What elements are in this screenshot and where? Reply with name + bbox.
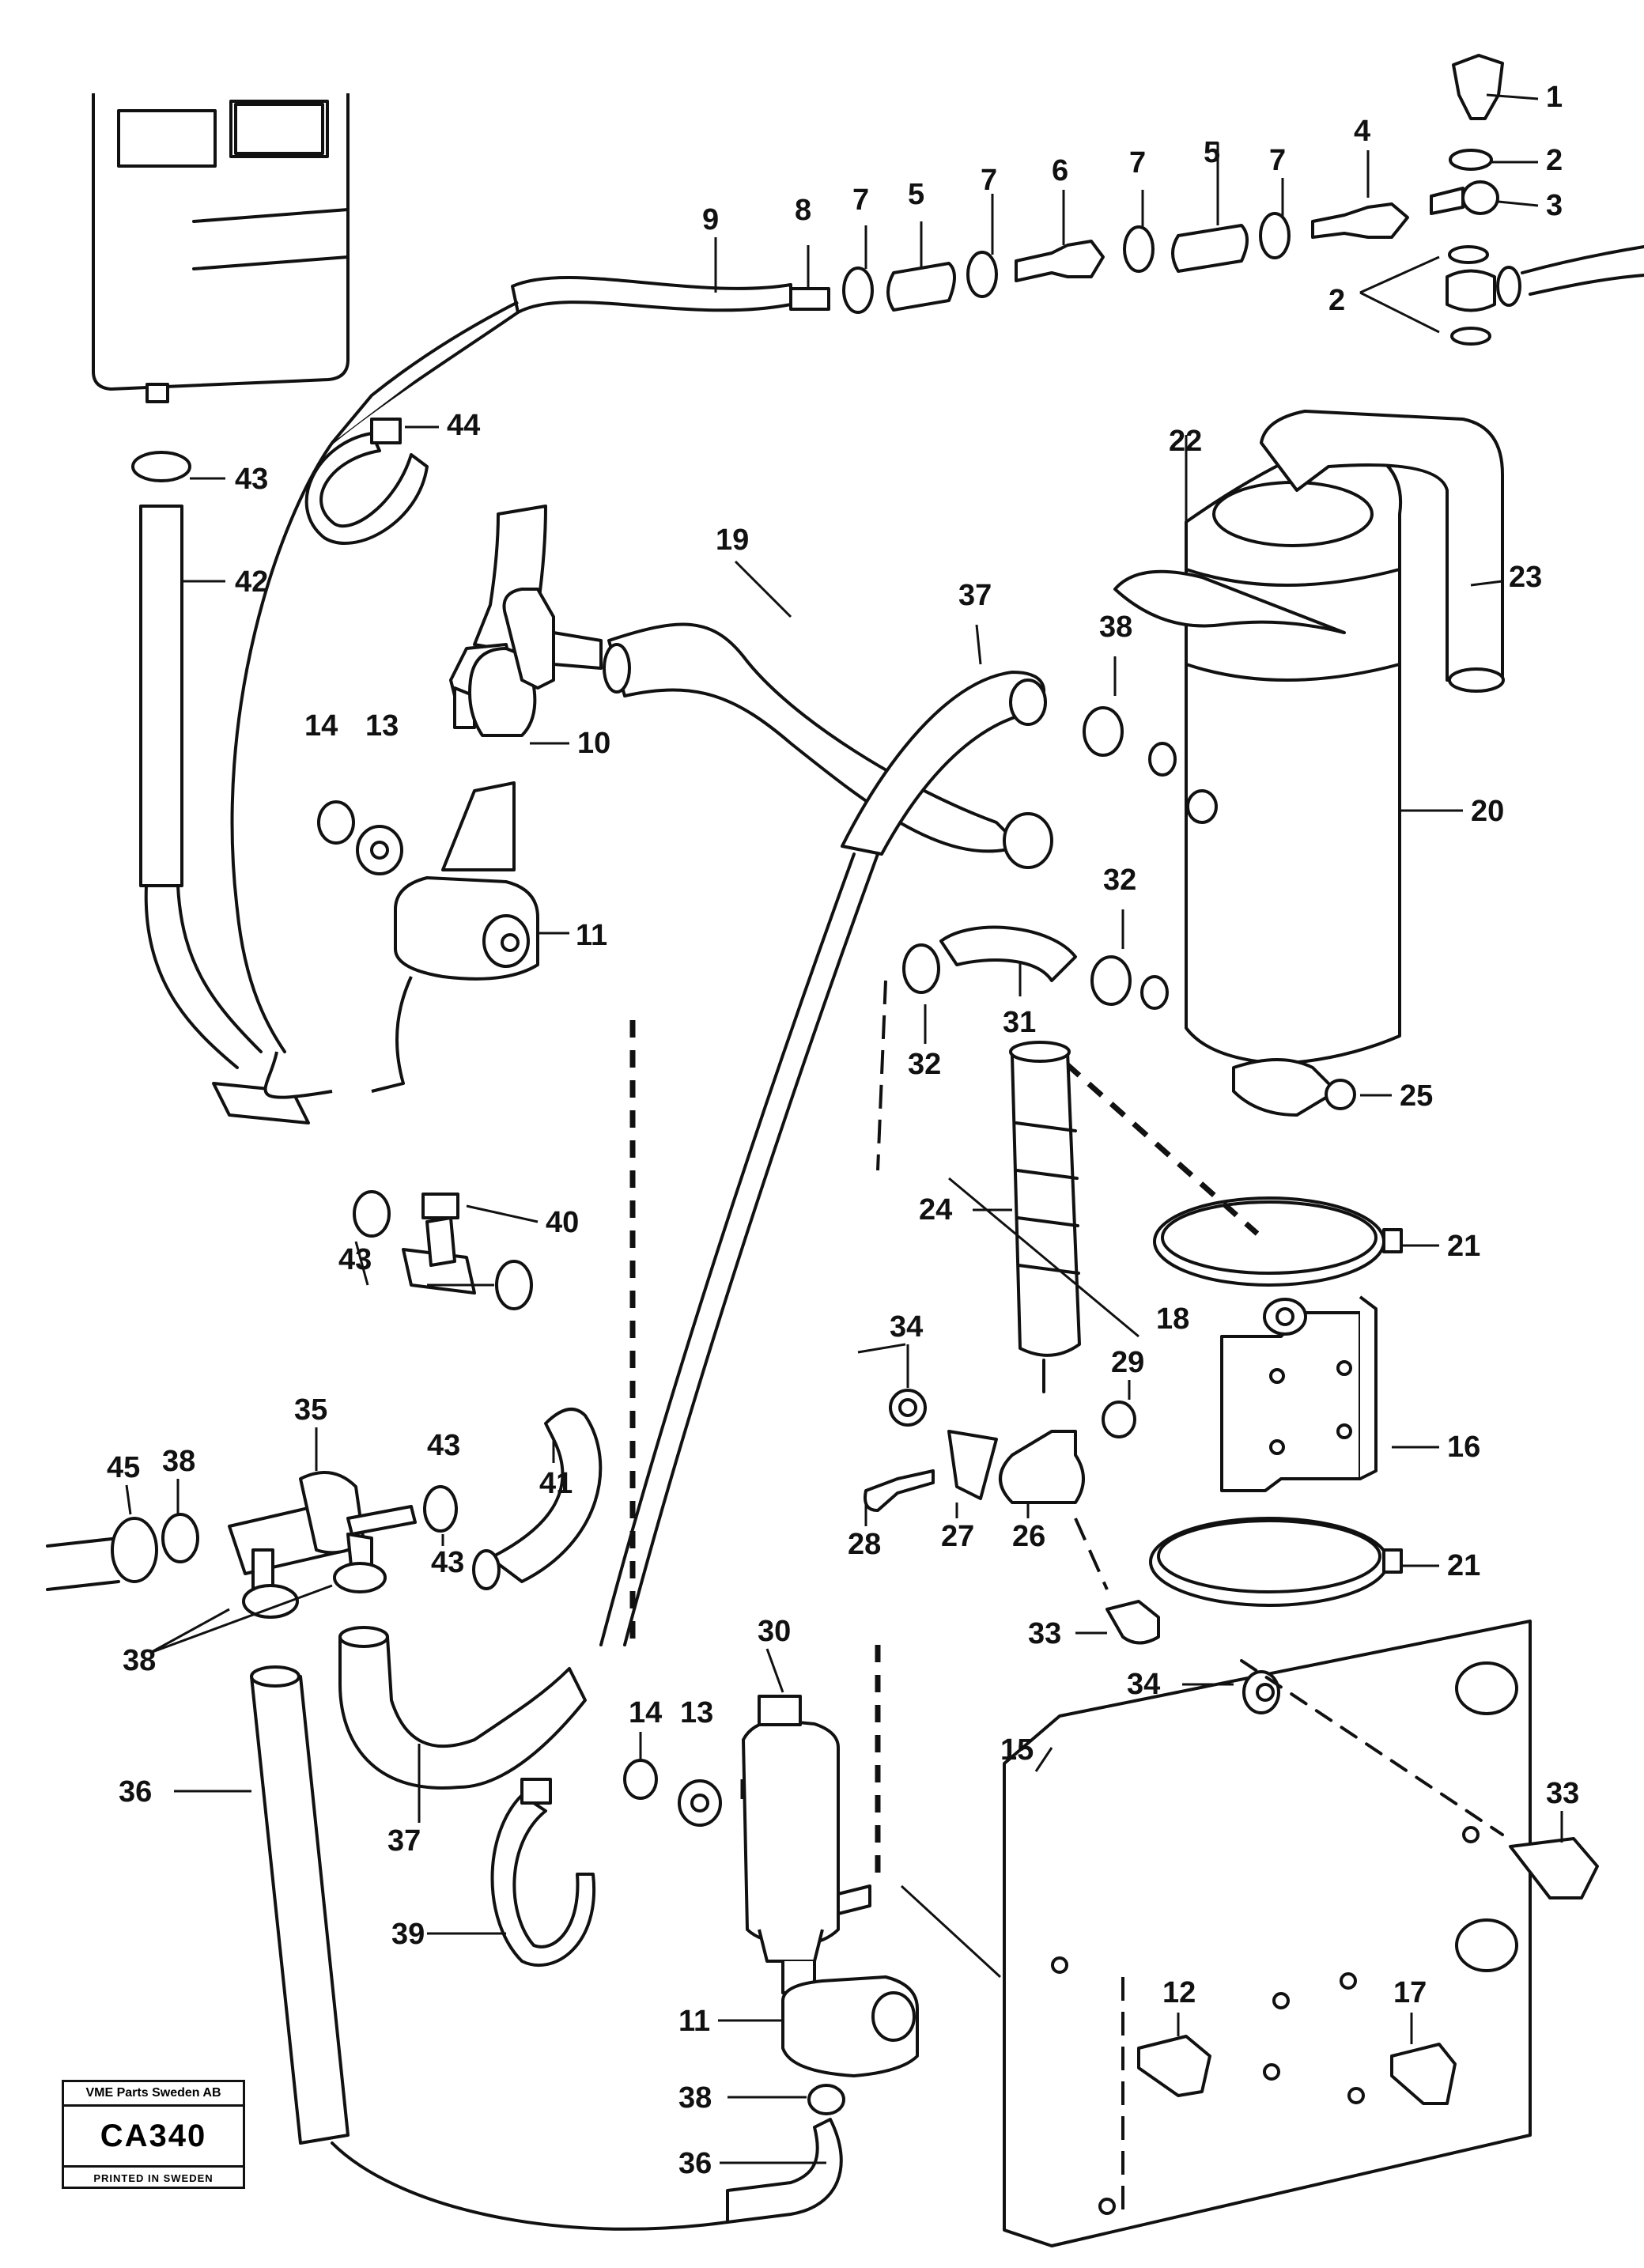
callout-13: 13: [680, 1696, 713, 1729]
sleeve-24: [1009, 1041, 1081, 1393]
callout-27: 27: [941, 1520, 974, 1553]
lower-left-plumbing: [46, 1190, 729, 2231]
callout-5: 5: [908, 178, 924, 211]
callout-1: 1: [1546, 81, 1563, 114]
callout-7: 7: [1129, 146, 1146, 180]
washer-reservoir: [92, 93, 350, 403]
callout-5: 5: [1204, 136, 1220, 169]
hose-37-upper: [599, 671, 1047, 1646]
callout-24: 24: [919, 1193, 952, 1227]
stamp-printed-note: PRINTED IN SWEDEN: [93, 2172, 214, 2184]
pump-inline-assembly: [331, 54, 1644, 444]
callout-3: 3: [1546, 189, 1563, 222]
callout-6: 6: [1052, 154, 1068, 187]
leader-lines: [125, 93, 1563, 2164]
callout-40: 40: [546, 1206, 579, 1239]
strap-21-lower: [1149, 1517, 1403, 1607]
callout-8: 8: [795, 194, 811, 227]
bracket-16: [1220, 1295, 1378, 1492]
callout-19: 19: [716, 524, 749, 557]
callout-43: 43: [427, 1429, 460, 1462]
callout-11: 11: [576, 919, 607, 952]
container-20: [1083, 410, 1505, 1117]
callout-42: 42: [235, 565, 268, 599]
callout-23: 23: [1509, 561, 1542, 594]
callout-2: 2: [1328, 284, 1345, 317]
strap-21-upper: [1041, 1041, 1403, 1287]
callout-7: 7: [1269, 144, 1286, 177]
callout-45: 45: [107, 1451, 140, 1484]
callout-32: 32: [1103, 864, 1136, 897]
hose-31: [876, 925, 1132, 1171]
callout-35: 35: [294, 1393, 327, 1427]
callout-2: 2: [1546, 144, 1563, 177]
pump-30-lower: [623, 1020, 919, 2224]
callout-37: 37: [958, 579, 992, 612]
callout-16: 16: [1447, 1431, 1480, 1464]
callout-33: 33: [1546, 1777, 1579, 1810]
callout-18: 18: [1156, 1302, 1189, 1336]
callout-37: 37: [387, 1824, 421, 1858]
callout-34: 34: [1127, 1668, 1160, 1701]
left-hose-assembly: [131, 441, 334, 1125]
callout-10: 10: [577, 727, 610, 760]
callout-15: 15: [1000, 1733, 1034, 1767]
callout-43: 43: [235, 463, 268, 496]
callout-30: 30: [758, 1615, 791, 1648]
callout-21: 21: [1447, 1549, 1480, 1582]
pump-motor-upper: [263, 505, 555, 1099]
callout-38: 38: [123, 1644, 156, 1677]
callout-43: 43: [338, 1243, 372, 1276]
callout-38: 38: [678, 2081, 712, 2115]
callout-32: 32: [908, 1048, 941, 1081]
callout-39: 39: [391, 1918, 425, 1951]
callout-38: 38: [162, 1445, 195, 1478]
callout-41: 41: [539, 1467, 573, 1500]
callout-43: 43: [431, 1546, 464, 1579]
hose-19: [552, 622, 1053, 869]
callout-9: 9: [702, 203, 719, 236]
callout-14: 14: [304, 709, 338, 743]
callout-4: 4: [1354, 115, 1370, 148]
callout-numbers: 1 2 3 2 4 7 5 7 6 7 5 7 8 9 44 43 42 19 …: [107, 81, 1579, 2180]
callout-7: 7: [981, 164, 997, 197]
callout-21: 21: [1447, 1230, 1480, 1263]
publisher-stamp: VME Parts Sweden AB CA340 PRINTED IN SWE…: [62, 2080, 245, 2189]
callout-7: 7: [852, 183, 869, 217]
callout-11: 11: [678, 2005, 710, 2038]
callout-36: 36: [678, 2147, 712, 2180]
callout-13: 13: [365, 709, 399, 743]
callout-14: 14: [629, 1696, 662, 1729]
bracket-26-27: [864, 1389, 1160, 1645]
mounting-plate-15: [900, 1620, 1599, 2247]
stamp-diagram-code: CA340: [64, 2107, 243, 2168]
callout-22: 22: [1169, 425, 1202, 458]
callout-26: 26: [1012, 1520, 1045, 1553]
callout-44: 44: [447, 409, 480, 442]
callout-31: 31: [1003, 1006, 1036, 1039]
callout-12: 12: [1162, 1976, 1196, 2009]
callout-29: 29: [1111, 1346, 1144, 1379]
callout-38: 38: [1099, 610, 1132, 644]
stamp-company: VME Parts Sweden AB: [64, 2082, 243, 2107]
callout-25: 25: [1400, 1079, 1433, 1113]
callout-36: 36: [119, 1775, 152, 1809]
callout-28: 28: [848, 1528, 881, 1561]
callout-34: 34: [890, 1310, 923, 1344]
callout-20: 20: [1471, 795, 1504, 828]
callout-17: 17: [1393, 1976, 1427, 2009]
callout-33: 33: [1028, 1617, 1061, 1650]
hose-clip-44: [304, 418, 429, 545]
